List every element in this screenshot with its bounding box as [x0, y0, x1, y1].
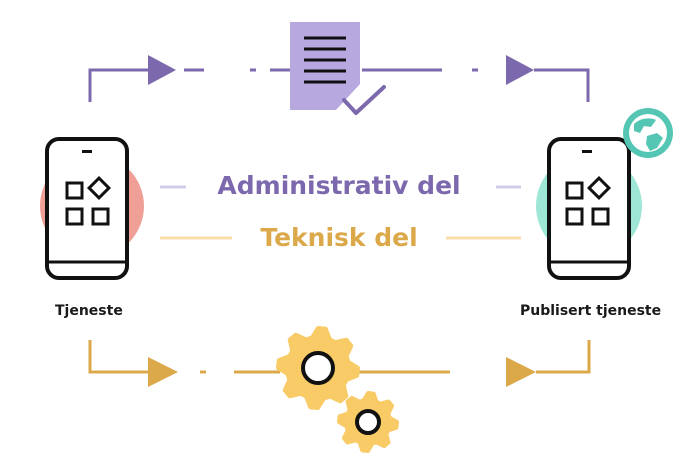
gears-icon [276, 326, 399, 453]
phone-body [547, 137, 631, 280]
phone-body [45, 137, 129, 280]
app-grid-icon [65, 175, 112, 226]
part-separators [160, 185, 521, 240]
technical-arrow-left [148, 357, 178, 387]
phone-speaker [82, 150, 92, 153]
large-gear [276, 326, 360, 410]
service-phone [40, 137, 144, 280]
admin-arrow-left [148, 55, 176, 85]
globe-icon [623, 108, 673, 158]
service-label: Tjeneste [55, 303, 123, 319]
document-check-icon [290, 22, 386, 115]
phone-speaker [582, 150, 592, 153]
technical-flow [88, 340, 591, 387]
published-service-phone [536, 108, 673, 280]
admin-flow-path-left [88, 68, 150, 102]
technical-part-label: Teknisk del [260, 223, 418, 252]
small-gear [337, 391, 399, 453]
admin-flow-path-right [534, 68, 590, 102]
admin-arrow-right [506, 55, 534, 85]
app-grid-icon [565, 175, 612, 226]
technical-flow-path-left [88, 340, 150, 374]
technical-arrow-right [506, 357, 536, 387]
admin-flow [88, 55, 590, 102]
checkmark-icon [342, 85, 386, 115]
published-service-label: Publisert tjeneste [520, 303, 662, 319]
administrative-part-label: Administrativ del [217, 171, 461, 200]
technical-flow-path-right [536, 340, 591, 374]
